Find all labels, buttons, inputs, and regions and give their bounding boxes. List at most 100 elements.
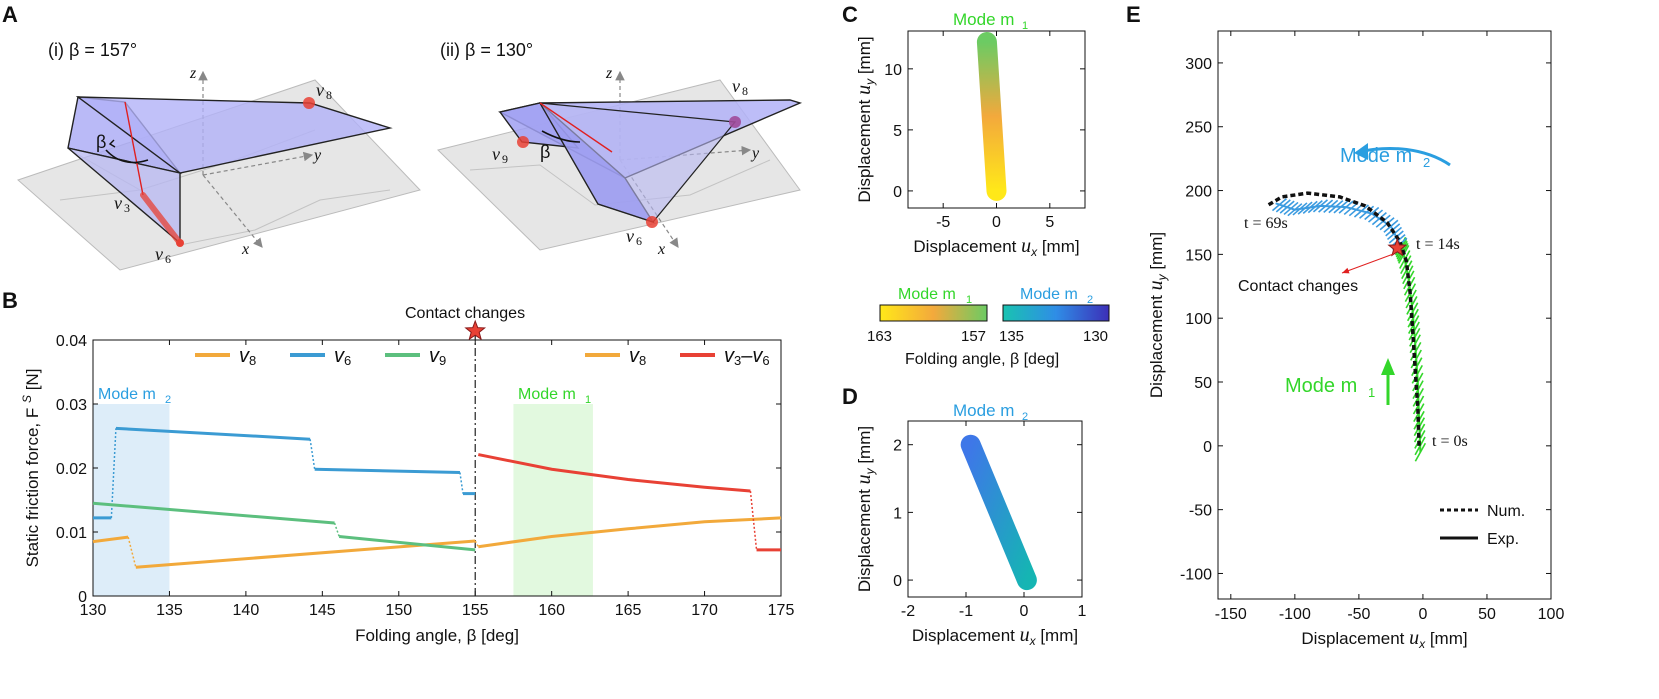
svg-text:2: 2 <box>1087 294 1093 306</box>
contact-change-star <box>464 319 487 341</box>
contact-changes-label-b: Contact changes <box>405 305 525 322</box>
plot-frame <box>92 339 782 597</box>
svg-text:v: v <box>155 244 163 264</box>
colorbar-tick-163: 163 <box>867 328 892 345</box>
x-tick-label: 150 <box>385 602 412 619</box>
contact-changes-label-e: Contact changes <box>1238 278 1358 295</box>
time-label-14s: t = 14s <box>1416 236 1460 253</box>
svg-text:Mode m: Mode m <box>953 10 1014 29</box>
v6-dot-i <box>176 239 184 247</box>
panel-a-ii-label: (ii) β = 130° <box>440 40 533 60</box>
series-v8-line <box>92 535 129 544</box>
svg-text:2: 2 <box>1423 155 1430 170</box>
x-axis-label: Displacement ux [mm] <box>912 624 1078 648</box>
x-tick-label: 145 <box>309 602 336 619</box>
colorbar-tick-130: 130 <box>1083 328 1108 345</box>
series-v8-line <box>478 516 782 549</box>
panel-letter-a: A <box>2 2 18 27</box>
axis-x-label-i: x <box>241 241 249 258</box>
y-tick-label: 0.04 <box>56 333 87 350</box>
series-v6-jump <box>110 428 117 518</box>
x-tick-label: 0 <box>1020 603 1029 620</box>
colorbar-m2 <box>1002 304 1110 322</box>
axis-x-label-ii: x <box>657 241 665 258</box>
svg-text:1: 1 <box>1022 20 1028 32</box>
mode-m1-arrowhead <box>1381 358 1395 375</box>
x-axis-label: Displacement ux [mm] <box>913 235 1079 259</box>
svg-text:8: 8 <box>326 88 332 102</box>
legend-label: v3–v6 <box>724 345 770 368</box>
red-edge-v3-v6 <box>140 192 183 246</box>
y-tick-label: 1 <box>893 505 902 522</box>
v8-dot-i <box>303 97 315 109</box>
y-axis-label: Static friction force, F S [N] <box>20 369 42 568</box>
y-axis-label: Displacement uy [mm] <box>853 36 877 202</box>
svg-text:Mode m: Mode m <box>98 386 156 403</box>
y-tick-label: -50 <box>1189 503 1212 520</box>
x-axis-i <box>202 174 263 248</box>
x-tick-label: 135 <box>156 602 183 619</box>
shaded-region-m2 <box>93 404 170 596</box>
colorbar-m1 <box>879 304 988 322</box>
svg-text:1: 1 <box>585 394 591 406</box>
svg-text:Mode m: Mode m <box>898 286 956 303</box>
x-tick-label: 175 <box>768 602 795 619</box>
x-tick-label: -5 <box>936 214 950 231</box>
y-tick-label: 0 <box>893 184 902 201</box>
y-tick-label: 150 <box>1185 247 1212 264</box>
x-tick-label: 130 <box>80 602 107 619</box>
colorbar-tick-157: 157 <box>961 328 986 345</box>
y-tick-label: 0 <box>893 573 902 590</box>
legend-label: v8 <box>239 345 256 368</box>
x-tick-label: -2 <box>901 603 915 620</box>
y-tick-label: 5 <box>893 123 902 140</box>
y-tick-label: 200 <box>1185 184 1212 201</box>
series-v9-line <box>339 534 476 552</box>
x-tick-label: 1 <box>1078 603 1087 620</box>
beta-arc-ii <box>541 130 581 143</box>
svg-text:3: 3 <box>124 201 130 215</box>
y-tick-label: 0 <box>1203 439 1212 456</box>
svg-text:2: 2 <box>1022 411 1028 423</box>
trace-m1 <box>976 31 1007 201</box>
x-axis-label: Folding angle, β [deg] <box>355 626 519 645</box>
mode-m2-arrowhead <box>1354 143 1368 160</box>
svg-text:6: 6 <box>165 252 171 266</box>
svg-text:Mode m: Mode m <box>1020 286 1078 303</box>
axis-z-label-ii: z <box>605 65 613 82</box>
x-tick-label: 100 <box>1538 606 1565 623</box>
time-label-69s: t = 69s <box>1244 215 1288 232</box>
legend-exp-label: Exp. <box>1487 531 1519 548</box>
y-axis-i <box>202 151 314 176</box>
panel-letter-d: D <box>842 384 858 409</box>
red-crease-i <box>124 101 144 196</box>
legend-label: v8 <box>629 345 646 368</box>
v6-dot-ii <box>646 216 658 228</box>
svg-text:Mode m: Mode m <box>518 386 576 403</box>
series-v3-v6-jump <box>749 490 758 550</box>
x-tick-label: 0 <box>992 214 1001 231</box>
legend-label: v9 <box>429 345 446 368</box>
svg-text:v: v <box>316 80 324 100</box>
facet-top-i <box>75 96 393 174</box>
svg-text:v: v <box>492 144 500 164</box>
y-tick-label: 2 <box>893 438 902 455</box>
x-tick-label: -100 <box>1279 606 1311 623</box>
x-tick-label: 50 <box>1478 606 1496 623</box>
svg-text:Mode m: Mode m <box>953 401 1014 420</box>
legend-e: Num. Exp. <box>1440 503 1525 548</box>
y-tick-label: 10 <box>884 62 902 79</box>
